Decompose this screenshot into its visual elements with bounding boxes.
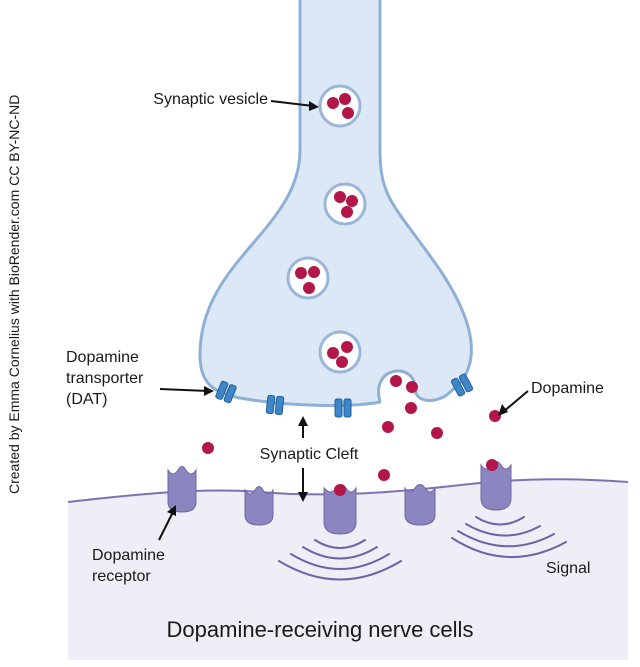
- bottom-caption: Dopamine-receiving nerve cells: [167, 617, 474, 642]
- dopamine-molecule: [342, 107, 354, 119]
- dat-channel-3: [334, 398, 352, 418]
- dopamine-molecule: [334, 191, 346, 203]
- postsynaptic-membrane: [67, 478, 629, 503]
- label-synaptic-cleft: Synaptic Cleft: [260, 446, 359, 463]
- dopamine-receptor-4: [404, 484, 436, 526]
- pointer-arrows: [158, 100, 529, 541]
- dopamine-molecule: [327, 97, 339, 109]
- label-receptor-line2: receptor: [92, 568, 151, 585]
- dopamine-molecule: [336, 356, 348, 368]
- dopamine-molecule: [303, 282, 315, 294]
- dat-channel-1: [215, 380, 237, 404]
- dopamine-molecule: [382, 421, 394, 433]
- signal-waves: [278, 516, 567, 581]
- dopamine-molecule: [431, 427, 443, 439]
- label-dopamine: Dopamine: [531, 380, 604, 397]
- dat-channel-4: [450, 373, 474, 397]
- dopamine-molecule: [378, 469, 390, 481]
- dopamine-molecule: [202, 442, 214, 454]
- label-dat-line1: Dopamine: [66, 349, 139, 366]
- label-synaptic-vesicle: Synaptic vesicle: [153, 91, 268, 108]
- dopamine-transporters: [215, 373, 474, 418]
- label-dat-line3: (DAT): [66, 391, 107, 408]
- label-dat-line2: transporter: [66, 370, 144, 387]
- label-receptor-line1: Dopamine: [92, 547, 165, 564]
- dopamine-molecule: [327, 347, 339, 359]
- dopamine-molecule: [390, 375, 402, 387]
- dopamine-receptor-1: [167, 466, 197, 513]
- dopamine-receptor-2: [244, 486, 274, 526]
- synaptic-vesicles: [286, 84, 367, 374]
- credit-text: Created by Emma Cornelius with BioRender…: [6, 94, 22, 494]
- dat-channel-2: [265, 394, 285, 416]
- dopamine-molecule: [341, 341, 353, 353]
- synaptic-vesicle-4: [318, 330, 362, 374]
- dopamine-molecule: [295, 267, 307, 279]
- synaptic-vesicle-1: [318, 84, 362, 128]
- dopamine-molecule: [486, 459, 498, 471]
- bound-dopamine: [334, 459, 498, 496]
- dopamine-molecule: [334, 484, 346, 496]
- dopamine-receptors: [167, 461, 512, 535]
- released-dopamine: [202, 375, 501, 481]
- dopamine-molecule: [405, 402, 417, 414]
- dopamine-molecule: [406, 381, 418, 393]
- synaptic-vesicle-2: [323, 182, 367, 226]
- dopamine-molecule: [339, 93, 351, 105]
- dopamine-molecule: [341, 206, 353, 218]
- dopamine-molecule: [489, 410, 501, 422]
- label-signal: Signal: [546, 560, 590, 577]
- synaptic-vesicle-3: [286, 256, 330, 300]
- dopamine-molecule: [346, 195, 358, 207]
- dopamine-molecule: [308, 266, 320, 278]
